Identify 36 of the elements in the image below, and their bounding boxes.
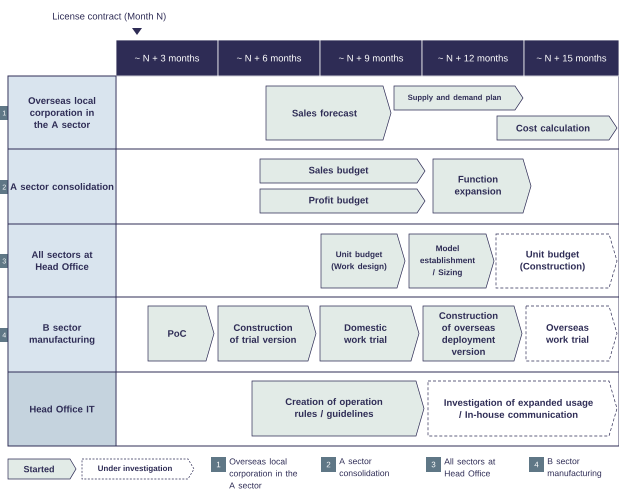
month-header: ~ N + 6 months — [218, 40, 320, 76]
row-header: B sector manufacturing — [8, 296, 116, 372]
task-box: Cost calculation — [496, 116, 618, 140]
planned-task-box: Unit budget (Construction) — [496, 234, 618, 288]
month-header: ~ N + 15 months — [524, 40, 619, 76]
planned-task-box: Investigation of expanded usage / In-house communication — [428, 380, 618, 436]
task-box: Unit budget (Work design) — [320, 234, 406, 288]
task-box: Creation of operation rules / guidelines — [252, 380, 424, 436]
task-box: Profit budget — [260, 188, 426, 214]
key-text: All sectors at Head Office — [444, 458, 496, 476]
row-header: Overseas local corporation in the A sector — [8, 76, 116, 150]
month-header: ~ N + 9 months — [320, 40, 422, 76]
task-box: Sales budget — [260, 158, 426, 184]
legend-sample: Started — [8, 458, 76, 480]
number-badge: 1 — [211, 457, 226, 472]
month-header: ~ N + 12 months — [422, 40, 524, 76]
task-box: Sales forecast — [266, 86, 392, 140]
timeline-label: License contract (Month N) — [53, 12, 166, 22]
number-badge: 2 — [321, 457, 336, 472]
planned-task-box: Overseas work trial — [526, 306, 618, 362]
row-header: A sector consolidation — [8, 148, 116, 224]
task-box: Function expansion — [432, 158, 532, 214]
task-box: Construction of overseas deployment version — [422, 306, 522, 362]
row-header: All sectors at Head Office — [8, 224, 116, 298]
task-box: Domestic work trial — [320, 306, 420, 362]
task-box: Model establishment / Sizing — [408, 234, 494, 288]
row-header: Head Office IT — [8, 372, 116, 446]
key-text: Overseas local corporation in the A sector — [229, 458, 298, 488]
task-box: PoC — [148, 306, 214, 362]
key-text: A sector consolidation — [339, 458, 389, 476]
key-text: B sector manufacturing — [548, 458, 602, 478]
month-header: ~ N + 3 months — [116, 40, 218, 76]
number-badge: 3 — [426, 457, 441, 472]
number-badge: 4 — [529, 457, 544, 472]
task-box: Construction of trial version — [218, 306, 316, 362]
legend-sample: Under investigation — [82, 458, 194, 480]
